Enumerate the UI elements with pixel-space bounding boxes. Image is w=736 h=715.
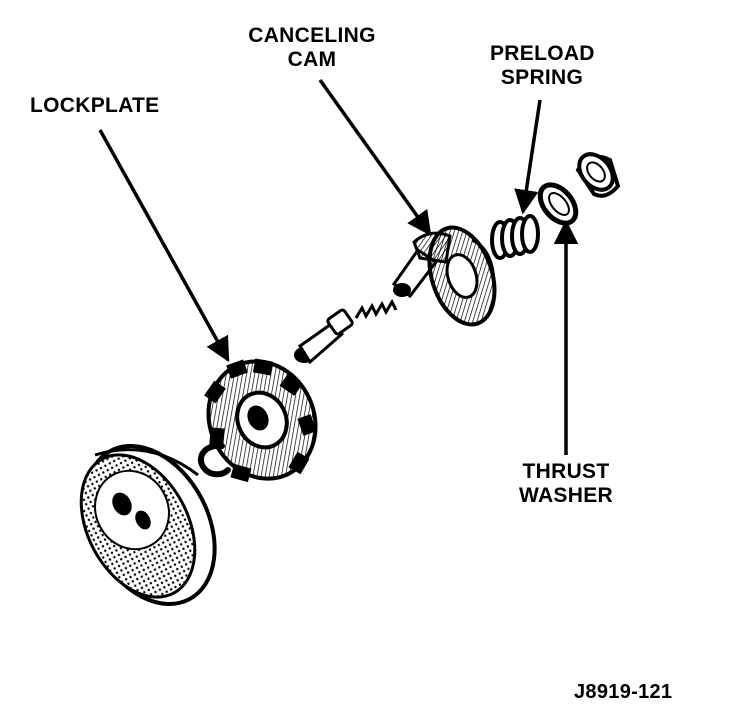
label-canceling-cam-line2: CAM xyxy=(287,48,337,71)
label-preload-spring-line2: SPRING xyxy=(500,66,584,89)
label-thrust-washer-line2: WASHER xyxy=(519,484,613,507)
canceling-cam xyxy=(391,225,497,327)
bearing-sleeve xyxy=(575,152,621,198)
label-lockplate: LOCKPLATE xyxy=(30,94,162,118)
label-canceling-cam-line1: CANCELING xyxy=(248,24,376,47)
figure-id: J8919-121 xyxy=(574,680,694,704)
horn-pad xyxy=(79,443,217,607)
leader-lines xyxy=(98,78,579,455)
label-lockplate-text: LOCKPLATE xyxy=(30,94,160,117)
label-preload-spring-line1: PRELOAD xyxy=(490,42,595,65)
label-thrust-washer-line1: THRUST xyxy=(522,460,610,483)
small-coil-spring xyxy=(354,298,398,320)
leader-preload-spring xyxy=(514,99,542,215)
snap-ring xyxy=(197,442,231,478)
thrust-washer xyxy=(537,182,579,226)
label-thrust-washer: THRUST WASHER xyxy=(516,460,616,508)
leader-canceling-cam xyxy=(318,78,432,236)
figure-id-text: J8919-121 xyxy=(574,681,673,703)
preload-spring xyxy=(490,214,540,260)
leader-lockplate xyxy=(98,129,230,363)
retaining-screw xyxy=(294,308,354,365)
label-preload-spring: PRELOAD SPRING xyxy=(490,42,594,90)
lockplate xyxy=(204,358,318,483)
label-canceling-cam: CANCELING CAM xyxy=(240,24,384,72)
